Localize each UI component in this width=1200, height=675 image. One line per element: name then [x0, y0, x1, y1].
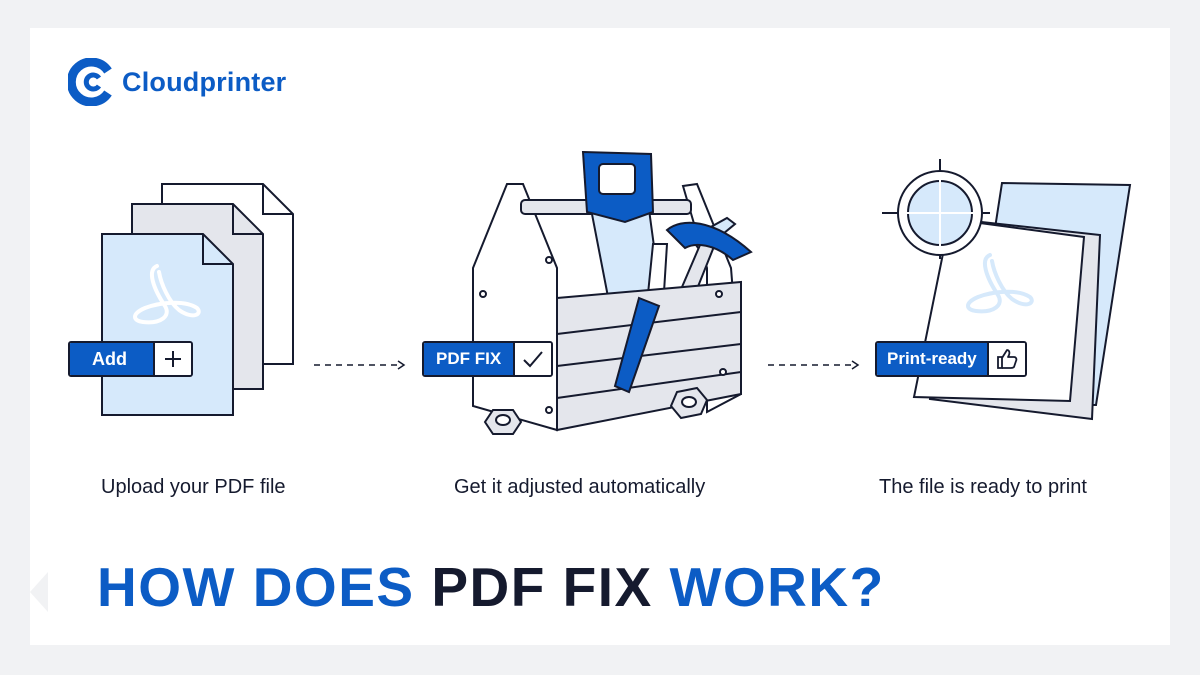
brand-logo: Cloudprinter [68, 58, 286, 106]
pdf-symbol-icon [133, 264, 201, 325]
checkmark-icon [515, 343, 552, 375]
plus-icon [155, 343, 191, 375]
nut-icon [669, 386, 709, 420]
documents-illustration [95, 180, 305, 420]
print-ready-badge-label: Print-ready [877, 343, 989, 375]
brand-name: Cloudprinter [122, 66, 287, 97]
side-notch [30, 572, 48, 612]
headline-part-2: PDF FIX [431, 556, 653, 618]
headline-part-3: WORK? [652, 556, 885, 618]
pdf-fix-badge-label: PDF FIX [424, 343, 516, 375]
headline-part-1: HOW DOES [97, 556, 432, 618]
cloudprinter-c-icon [68, 58, 114, 106]
registration-mark-icon [882, 159, 990, 259]
print-ready-badge: Print-ready [875, 341, 1027, 377]
add-badge: Add [68, 341, 193, 377]
arrow-1 [312, 358, 408, 372]
arrow-2 [766, 358, 862, 372]
thumbs-up-icon [988, 343, 1025, 375]
step-2-caption: Get it adjusted automatically [454, 476, 706, 498]
nut-icon [483, 409, 523, 435]
toolbox-illustration [465, 148, 755, 438]
pdf-symbol-icon [966, 253, 1034, 314]
add-badge-label: Add [70, 343, 155, 375]
print-ready-illustration [878, 155, 1138, 425]
step-3-caption: The file is ready to print [879, 476, 1087, 498]
step-1-caption: Upload your PDF file [101, 476, 286, 498]
headline: HOW DOES PDF FIX WORK? [97, 560, 885, 615]
pdf-fix-badge: PDF FIX [422, 341, 554, 377]
